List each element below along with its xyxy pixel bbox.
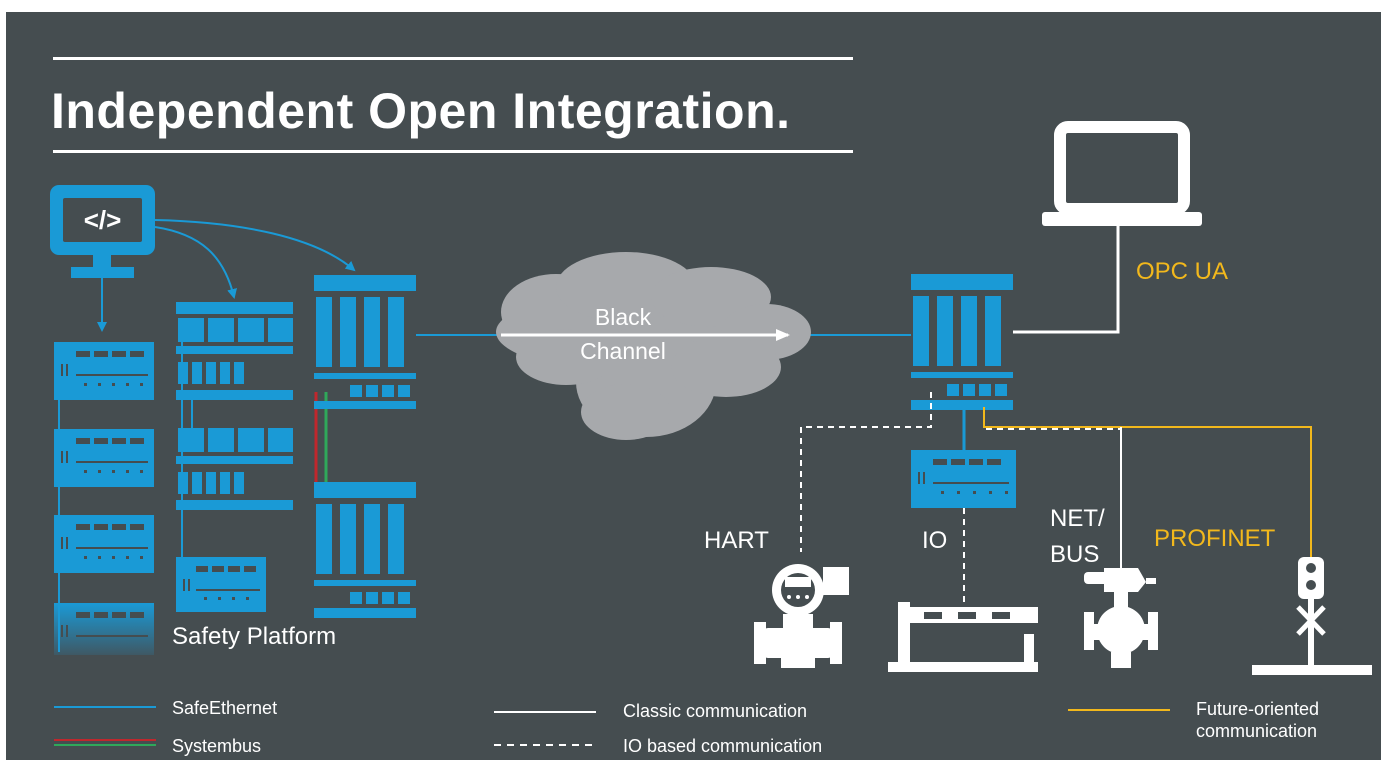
- config-arrows: [97, 219, 356, 332]
- valve-icon: [1084, 568, 1158, 668]
- legend-io-label: IO based communication: [623, 736, 823, 756]
- remote-safety-controller: [911, 274, 1013, 410]
- black-channel-label-2: Channel: [580, 338, 666, 364]
- laptop-icon: [1042, 121, 1202, 226]
- hart-io-link: [800, 392, 932, 552]
- net-bus-label-1: NET/: [1050, 505, 1105, 532]
- barrier-gate-icon: [888, 602, 1038, 672]
- safety-platform-label: Safety Platform: [172, 623, 337, 650]
- black-channel-label-1: Black: [595, 304, 652, 330]
- compact-controller: [176, 428, 293, 510]
- remote-io-module: [911, 450, 1016, 508]
- legend-systembus-label: Systembus: [172, 736, 262, 756]
- io-module: [54, 342, 154, 400]
- legend-classic-label: Classic communication: [623, 701, 808, 721]
- io-label: IO: [922, 527, 948, 554]
- compact-controller-stack: [176, 302, 293, 612]
- net-bus-label-2: BUS: [1050, 541, 1100, 568]
- black-channel-cloud: [496, 252, 811, 440]
- arrow-to-rack-3: [154, 219, 356, 272]
- legend-lines: [54, 706, 1170, 746]
- profinet-link: [983, 407, 1312, 557]
- arrow-to-rack-2: [154, 226, 237, 299]
- code-icon-text: </>: [84, 205, 122, 235]
- flowmeter-icon: [754, 564, 849, 668]
- safety-controller-rack: [314, 275, 416, 618]
- title-rule-top: [53, 57, 853, 60]
- code-monitor-icon: </>: [50, 185, 155, 278]
- legend-future-label-1: Future-oriented: [1196, 699, 1320, 719]
- hart-label: HART: [704, 527, 769, 554]
- opc-ua-link: [1013, 226, 1120, 334]
- safety-controller: [314, 275, 416, 409]
- signal-light-icon: [1252, 557, 1372, 675]
- compact-controller: [176, 302, 293, 400]
- io-module: [54, 429, 154, 487]
- title-rule-bottom: [53, 150, 853, 153]
- io-module-faded: [54, 603, 154, 655]
- io-module-stack: [54, 342, 154, 655]
- opc-ua-label: OPC UA: [1136, 258, 1229, 285]
- io-module: [176, 557, 266, 612]
- safety-controller: [314, 482, 416, 618]
- io-module: [54, 515, 154, 573]
- diagram-canvas: Independent Open Integration. </>: [6, 12, 1381, 760]
- profinet-label: PROFINET: [1154, 525, 1276, 552]
- legend-future-label-2: communication: [1196, 721, 1318, 741]
- network-diagram: </>: [50, 121, 1372, 746]
- legend-safeethernet-label: SafeEthernet: [172, 698, 278, 718]
- page-title: Independent Open Integration.: [51, 83, 791, 139]
